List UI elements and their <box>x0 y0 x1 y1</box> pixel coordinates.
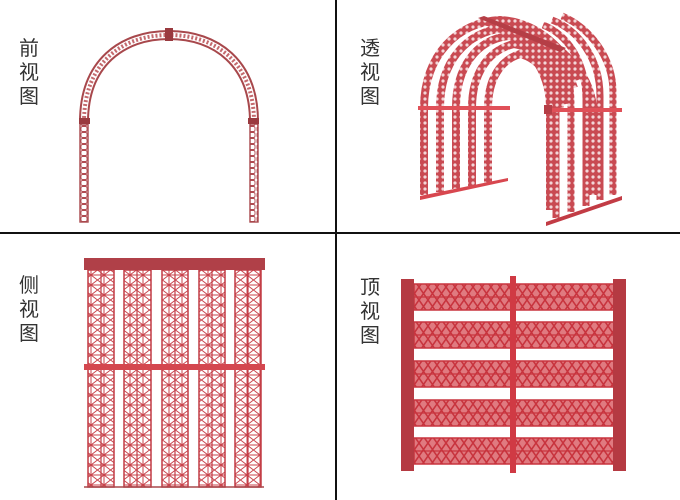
label-char: 前 <box>19 36 39 60</box>
label-char: 视 <box>19 297 39 321</box>
front-arch-drawing <box>79 28 259 223</box>
label-char: 图 <box>360 84 380 108</box>
vertical-divider <box>335 0 337 500</box>
side-view-panel: 侧 视 图 <box>0 235 336 500</box>
label-char: 图 <box>19 321 39 345</box>
front-view-label: 前 视 图 <box>17 36 41 108</box>
label-char: 顶 <box>360 275 380 299</box>
front-view-panel: 前 视 图 <box>0 0 336 233</box>
horizontal-divider <box>0 232 680 234</box>
perspective-view-label: 透 视 图 <box>358 36 382 108</box>
label-char: 视 <box>19 60 39 84</box>
perspective-view-panel: 透 视 图 <box>338 0 680 233</box>
label-char: 侧 <box>19 273 39 297</box>
top-view-panel: 顶 视 图 <box>338 235 680 500</box>
label-char: 透 <box>360 36 380 60</box>
top-plan-drawing <box>401 276 626 473</box>
label-char: 图 <box>19 84 39 108</box>
top-view-label: 顶 视 图 <box>358 275 382 347</box>
label-char: 视 <box>360 60 380 84</box>
label-char: 视 <box>360 299 380 323</box>
side-view-label: 侧 视 图 <box>17 273 41 345</box>
label-char: 图 <box>360 323 380 347</box>
perspective-tunnel-drawing <box>418 12 622 226</box>
side-elevation-drawing <box>84 258 265 488</box>
